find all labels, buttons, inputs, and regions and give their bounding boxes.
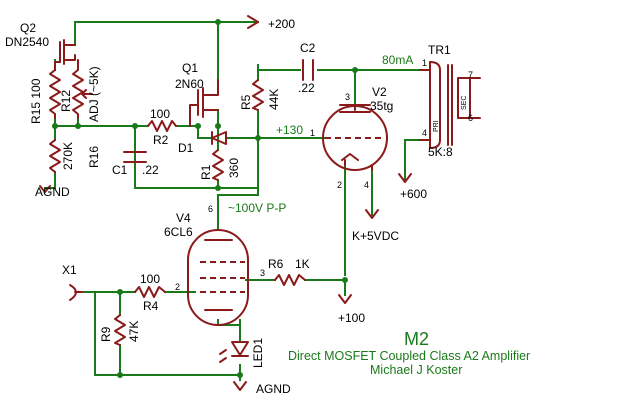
k5-label: K+5VDC (352, 229, 399, 243)
r5-ref: R5 (239, 94, 253, 110)
r2-ref: R2 (153, 133, 169, 147)
tr1-ref: TR1 (428, 43, 451, 57)
r6-resistor (274, 274, 306, 286)
v2-value: 35tg (370, 99, 393, 113)
r6-ref: R6 (268, 257, 284, 271)
r5-resistor (252, 79, 264, 111)
tr1-pin-6: 6 (468, 113, 473, 123)
q2-value: DN2540 (5, 35, 49, 49)
r2-value: 100 (150, 107, 170, 121)
d1-diode (211, 131, 227, 145)
title: M2 (404, 329, 429, 349)
agnd-bottom-symbol (233, 381, 247, 391)
rail-arrow-200 (247, 15, 259, 29)
tr1-transformer (419, 61, 481, 149)
junction-dots (52, 19, 358, 378)
tr1-pin-7: 7 (468, 70, 473, 80)
r9-resistor (114, 314, 126, 346)
q1-mosfet (189, 79, 219, 127)
v4-pin-3: 3 (260, 268, 265, 278)
r16-resistor (49, 139, 61, 173)
c2-capacitor (302, 59, 314, 81)
r4-value: 100 (140, 272, 160, 286)
rail-label-130: +130 (276, 123, 303, 137)
c2-value: .22 (298, 81, 315, 95)
q1-ref: Q1 (182, 61, 198, 75)
agnd-bottom-label: AGND (256, 382, 291, 396)
rail-arrow-100 (338, 294, 352, 304)
tr1-ratio: 5K:8 (428, 145, 453, 159)
c1-capacitor (123, 151, 147, 163)
rail-label-100: +100 (338, 311, 365, 325)
rail-label-200: +200 (268, 17, 295, 31)
q2-mosfet (54, 39, 76, 71)
author: Michael J Koster (370, 363, 462, 377)
x1-ref: X1 (62, 263, 77, 277)
tr1-sec-label: SEC (461, 96, 468, 110)
labels: +200 Q2 DN2540 Q1 2N60 R15 100 R12 ADJ (… (5, 17, 530, 396)
r1-ref: R1 (199, 164, 213, 180)
led1-ref: LED1 (251, 338, 265, 368)
tr1-pin-1: 1 (422, 58, 427, 68)
v2-ref: V2 (372, 85, 387, 99)
x1-input-jack (69, 284, 83, 301)
r12-ref: R12 (59, 90, 73, 112)
subtitle: Direct MOSFET Coupled Class A2 Amplifier (288, 349, 530, 363)
d1-ref: D1 (178, 141, 194, 155)
k5-arrow (365, 209, 379, 219)
current-label: 80mA (382, 53, 413, 67)
led1 (219, 341, 249, 363)
r16-ref: R16 (87, 146, 101, 168)
r1-resistor (212, 149, 224, 181)
r12-adj-label: ADJ (~5K) (87, 66, 101, 122)
swing-label: ~100V P-P (228, 201, 286, 215)
v4-pin-6: 6 (208, 204, 213, 214)
r15-label: R15 100 (29, 78, 43, 124)
v2-pin-4: 4 (364, 180, 369, 190)
r2-resistor (147, 120, 177, 132)
tr1-pin-4: 4 (422, 128, 427, 138)
v2-pin-1: 1 (310, 128, 315, 138)
c2-ref: C2 (300, 41, 316, 55)
rail-arrow-600 (398, 173, 412, 183)
v4-tube (187, 229, 249, 326)
v4-pin-2: 2 (175, 282, 180, 292)
v2-pin-2: 2 (337, 180, 342, 190)
q1-value: 2N60 (175, 77, 204, 91)
r4-ref: R4 (143, 299, 159, 313)
agnd-top-symbol (39, 185, 51, 193)
c1-value: .22 (142, 163, 159, 177)
r9-ref: R9 (99, 326, 113, 342)
r9-value: 47K (127, 321, 141, 342)
v4-value: 6CL6 (164, 225, 193, 239)
r15-resistor (49, 69, 61, 119)
rail-label-600: +600 (400, 187, 427, 201)
v2-pin-3: 3 (345, 92, 350, 102)
r6-value: 1K (295, 257, 310, 271)
v2-tube (322, 104, 388, 171)
r5-value: 44K (267, 89, 281, 110)
r4-resistor (134, 286, 166, 298)
c1-ref: C1 (112, 163, 128, 177)
r12-potentiometer (72, 59, 93, 119)
agnd-top-label: AGND (35, 185, 70, 199)
q2-ref: Q2 (20, 21, 36, 35)
v4-ref: V4 (176, 211, 191, 225)
r1-value: 360 (227, 158, 241, 178)
r16-value: 270K (61, 142, 75, 170)
tr1-pri-label: PRI (433, 120, 440, 132)
